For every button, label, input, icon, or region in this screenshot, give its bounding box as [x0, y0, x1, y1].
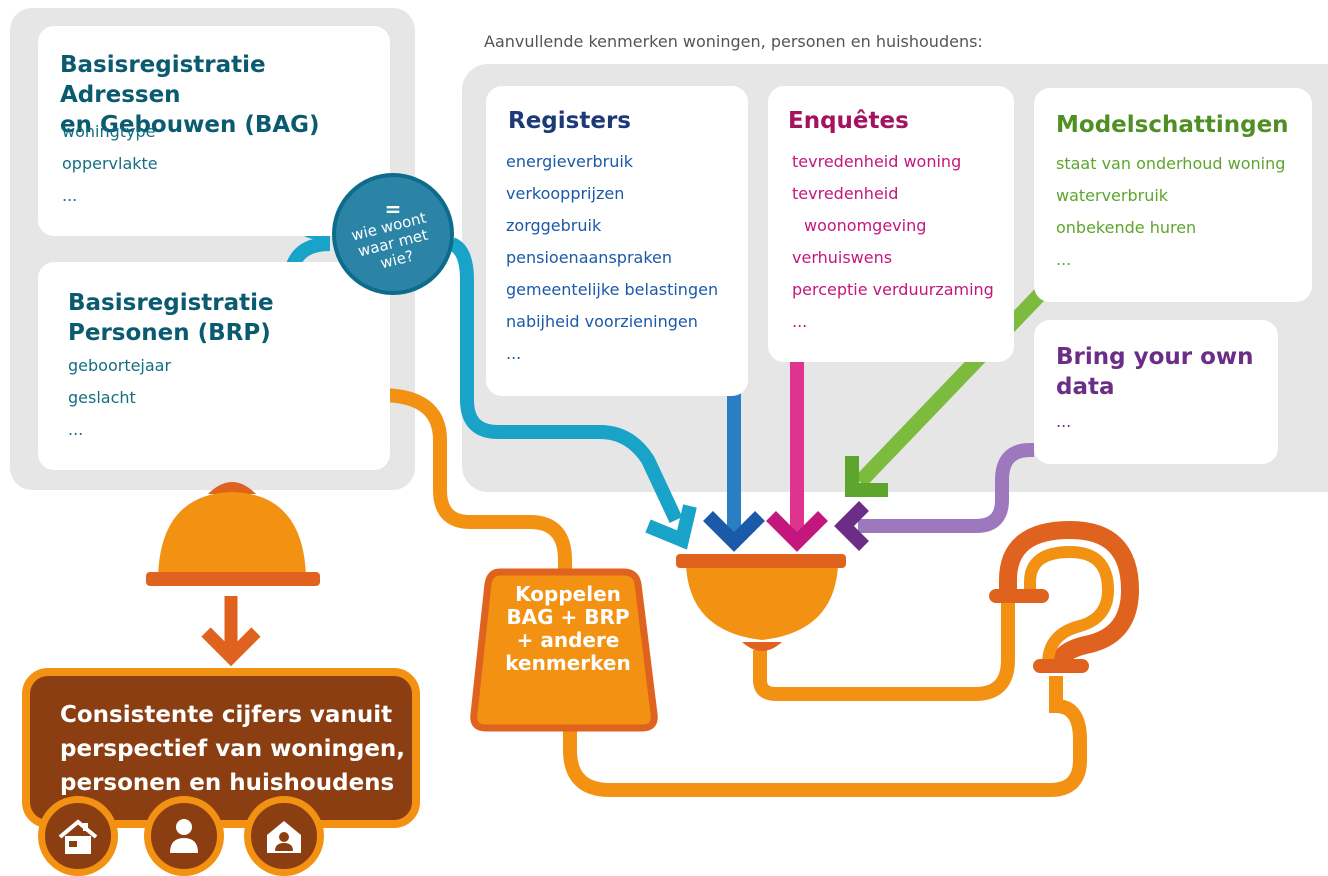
registers-item: verkoopprijzen [506, 184, 625, 203]
teal-arrowhead [645, 504, 697, 550]
registers-item: ... [506, 344, 522, 363]
registers-card: Registers energieverbruik verkoopprijzen… [486, 86, 748, 396]
koppelen-line1: Koppelen [515, 582, 621, 606]
byod-item: ... [1056, 412, 1072, 431]
orange-pipe-funnel-out [753, 600, 1015, 701]
byod-title-line2: data [1056, 374, 1115, 400]
byod-items: ... [1056, 406, 1071, 438]
result-line3: personen en huishoudens [60, 770, 395, 796]
purple-arrowhead [834, 501, 869, 551]
modelschattingen-item: ... [1056, 250, 1072, 269]
modelschattingen-item: waterverbruik [1056, 186, 1169, 205]
brp-title-line2: Personen (BRP) [68, 320, 271, 346]
lamp-rim [146, 572, 320, 586]
brp-item: geslacht [68, 388, 136, 407]
enquetes-card: Enquêtes tevredenheid woning tevredenhei… [768, 86, 1014, 362]
bag-item: oppervlakte [62, 154, 158, 173]
additional-features-heading: Aanvullende kenmerken woningen, personen… [484, 32, 983, 51]
koppelen-line4: kenmerken [505, 651, 631, 675]
enquetes-item: tevredenheid [792, 184, 899, 203]
brp-card: Basisregistratie Personen (BRP) geboorte… [38, 262, 390, 470]
registers-item: zorggebruik [506, 216, 602, 235]
modelschattingen-item: onbekende huren [1056, 218, 1197, 237]
brp-title-line1: Basisregistratie [68, 290, 274, 316]
magenta-arrowhead [766, 511, 828, 552]
house-icon [38, 796, 118, 876]
question-mark-outer [999, 520, 1140, 666]
enquetes-item: tevredenheid woning [792, 152, 962, 171]
koppelen-label: Koppelen BAG + BRP + andere kenmerken [498, 583, 638, 675]
teal-pipe-out [448, 237, 683, 523]
koppelen-line2: BAG + BRP [506, 605, 630, 629]
blue-arrowhead [703, 511, 765, 552]
registers-item: gemeentelijke belastingen [506, 280, 719, 299]
green-arrow-shaft [854, 282, 1052, 488]
link-bubble: = wie woont waar met wie? [332, 173, 454, 295]
koppelen-box [470, 568, 658, 732]
enquetes-items: tevredenheid woning tevredenheid woonomg… [792, 146, 994, 338]
household-icon [244, 796, 324, 876]
result-text: Consistente cijfers vanuit perspectief v… [60, 698, 405, 800]
green-arrowhead [845, 456, 888, 497]
byod-card: Bring your own data ... [1034, 320, 1278, 464]
result-line1: Consistente cijfers vanuit [60, 702, 393, 728]
funnel-rim [676, 554, 846, 568]
purple-pipe [858, 443, 1034, 533]
result-line2: perspectief van woningen, [60, 736, 406, 762]
modelschattingen-item: staat van onderhoud woning [1056, 154, 1286, 173]
registers-items: energieverbruik verkoopprijzen zorggebru… [506, 146, 718, 370]
person-icon [144, 796, 224, 876]
brp-items: geboortejaar geslacht ... [68, 350, 171, 446]
modelschattingen-card: Modelschattingen staat van onderhoud won… [1034, 88, 1312, 302]
lamp-cap [208, 482, 256, 494]
bubble-text: wie woont waar met wie? [349, 208, 430, 272]
modelschattingen-title: Modelschattingen [1056, 112, 1289, 138]
bag-title: Basisregistratie Adressen en Gebouwen (B… [60, 50, 390, 140]
enquetes-item: ... [792, 312, 808, 331]
lamp-shade [158, 492, 306, 578]
enquetes-item: perceptie verduurzaming [792, 280, 994, 299]
enquetes-title: Enquêtes [788, 108, 909, 134]
registers-item: energieverbruik [506, 152, 634, 171]
lamp-arrowhead [201, 627, 261, 667]
bag-item: ... [62, 186, 78, 205]
registers-title: Registers [508, 108, 631, 134]
byod-title-line1: Bring your own [1056, 344, 1254, 370]
orange-pipe-bottom [563, 676, 1087, 797]
enquetes-item: verhuiswens [792, 248, 893, 267]
byod-title: Bring your own data [1056, 342, 1254, 402]
question-mark-inner [1024, 545, 1115, 665]
brp-item: ... [68, 420, 84, 439]
brp-title: Basisregistratie Personen (BRP) [68, 288, 274, 348]
funnel-body [686, 566, 838, 640]
modelschattingen-items: staat van onderhoud woning waterverbruik… [1056, 148, 1285, 276]
bubble-equals: = [384, 196, 402, 221]
enquetes-item: woonomgeving [804, 216, 927, 235]
registers-item: pensioenaanspraken [506, 248, 672, 267]
bag-title-line2: en Gebouwen (BAG) [60, 112, 320, 138]
bag-title-line1: Basisregistratie Adressen [60, 52, 266, 108]
koppelen-line3: + andere [516, 628, 620, 652]
bag-card: Basisregistratie Adressen en Gebouwen (B… [38, 26, 390, 236]
brp-item: geboortejaar [68, 356, 172, 375]
bag-item: woningtype [62, 122, 156, 141]
funnel-tip [742, 642, 782, 651]
bag-items: woningtype oppervlakte ... [62, 116, 158, 212]
registers-item: nabijheid voorzieningen [506, 312, 698, 331]
